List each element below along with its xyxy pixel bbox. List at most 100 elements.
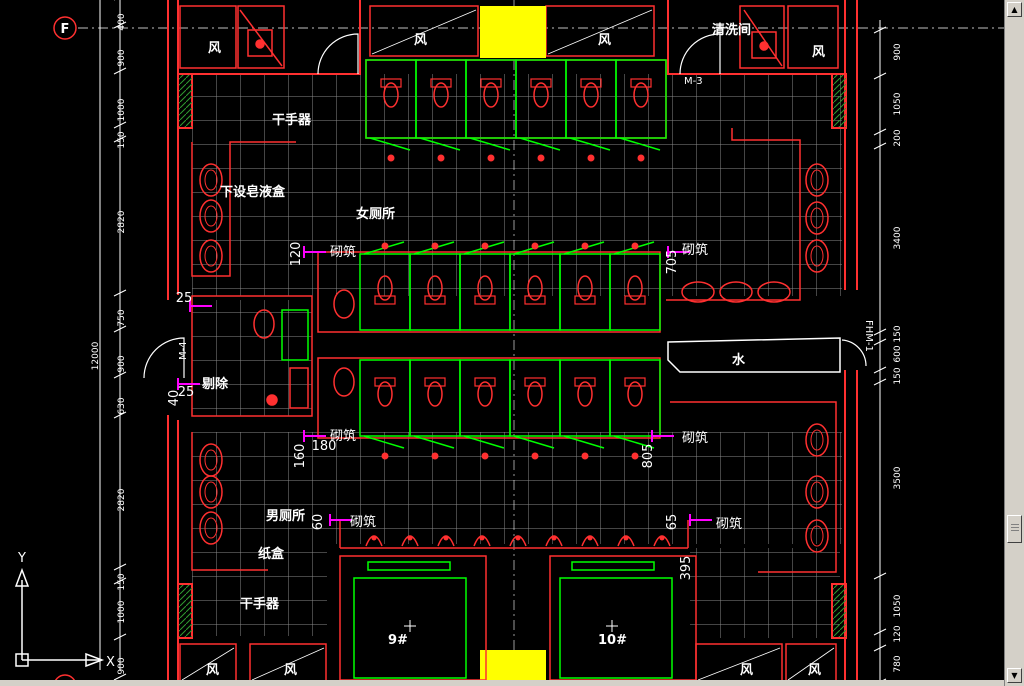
horizontal-scrollbar[interactable] [0,680,1004,686]
dimension-label: 1000 [117,600,127,623]
dimension-label: 630 [117,397,127,414]
toilet-stall [359,359,411,437]
annotation-dryer-top: 干手器 [272,112,312,128]
shaft-yellow-top [480,6,546,58]
dimension-label: 900 [117,49,127,66]
dimension-label: 900 [893,43,903,60]
water-room [667,337,841,373]
shaft-yellow-bottom [480,650,546,684]
wash-basin [805,475,829,509]
dimension-label: 780 [893,655,903,672]
squat-toilet [427,275,443,301]
wash-basin [199,239,223,273]
squat-toilet [627,275,643,301]
dimension-marker [329,514,352,526]
sink-counters [191,128,837,573]
dimension-label: 2820 [117,210,127,233]
squat-toilet [533,82,549,108]
door-tag-fhm: FHM-1 [863,320,874,352]
toilet-stall [609,253,661,331]
dimension-label: 400 [117,13,127,30]
squat-toilet [483,82,499,108]
toilet-stall [559,359,611,437]
squat-toilet [527,381,543,407]
ucs-y-label: Y [17,551,26,566]
fan-label: 风 [414,33,427,48]
exterior-walls [167,0,858,680]
room-label-cleaning: 清洗间 [712,22,751,38]
mens-stall-row [317,357,661,460]
door-tag-m4: M-4 [178,341,189,360]
dimension-marker [667,246,690,258]
dimension-label: 395 [679,556,694,581]
room-label-water: 水 [732,352,746,368]
dimension-label: 705 [665,250,680,275]
dimension-marker [689,514,712,526]
wash-basin [805,239,829,273]
annotation-masonry: 砌筑 [330,244,356,260]
wash-basin [199,511,223,545]
urinals [365,535,671,547]
wash-basin [719,281,753,303]
fan-label: 风 [208,41,221,56]
dimension-total-label: 12000 [91,341,101,370]
mop-sinks [247,29,777,59]
dimension-label: 600 [893,345,903,362]
squat-toilet [577,381,593,407]
fan-label: 风 [206,663,219,678]
dimension-label: 25 [176,291,193,306]
dimension-label: 1050 [893,92,903,115]
wash-basins [199,163,829,553]
womens-stall-row-top [365,59,667,162]
svg-text:F: F [61,22,70,37]
squat-toilet [377,275,393,301]
squat-toilet [477,275,493,301]
wash-basin [805,519,829,553]
toilet-stall [615,59,667,139]
wall-hatch [179,75,846,637]
annotation-dryer-bottom: 干手器 [240,596,280,612]
dimension-label: 160 [293,444,308,469]
fan-label: 风 [740,663,753,678]
scroll-up-button[interactable]: ▲ [1007,2,1022,17]
left-dimension-chain [99,0,127,681]
wash-basin [805,201,829,235]
squat-toilet [577,275,593,301]
dimension-marker [651,430,674,442]
scroll-down-button[interactable]: ▼ [1007,668,1022,683]
fan-label: 风 [284,663,297,678]
shaft-diagonals [181,9,835,681]
toilet-stall [509,359,561,437]
dimension-label: 3500 [893,466,903,489]
door-tag-m3: M-3 [684,76,703,87]
dimension-marker [303,246,326,258]
dimension-label: 805 [641,444,656,469]
annotation-masonry: 砌筑 [350,514,376,530]
squat-toilet [627,381,643,407]
door-swings [143,33,867,379]
dimension-label: 60 [311,514,326,531]
toilet-stall [609,359,661,437]
annotation-masonry: 砌筑 [682,242,708,258]
dimension-label: 200 [893,129,903,146]
squat-toilet [383,82,399,108]
room-label-womens: 女厕所 [356,206,395,222]
wash-basin [805,163,829,197]
fan-label: 风 [812,45,825,60]
squat-toilet [527,275,543,301]
annotation-soap: 下设皂液盒 [220,184,286,200]
dimension-label: 1050 [893,594,903,617]
scroll-thumb[interactable] [1007,515,1022,543]
vertical-scrollbar[interactable]: ▲ ▼ [1004,0,1024,686]
fan-label: 风 [808,663,821,678]
dimension-label: 750 [117,309,127,326]
room-label-stair-9: 9# [388,633,408,648]
dimension-label: 65 [665,514,680,531]
magenta-dimension-markers [177,246,712,526]
dimension-label: 150 [117,573,127,590]
floor-tiles [192,74,842,638]
accessible-toilet-room [191,289,355,417]
dimension-marker [303,430,326,442]
dimension-label: 120 [289,242,304,267]
